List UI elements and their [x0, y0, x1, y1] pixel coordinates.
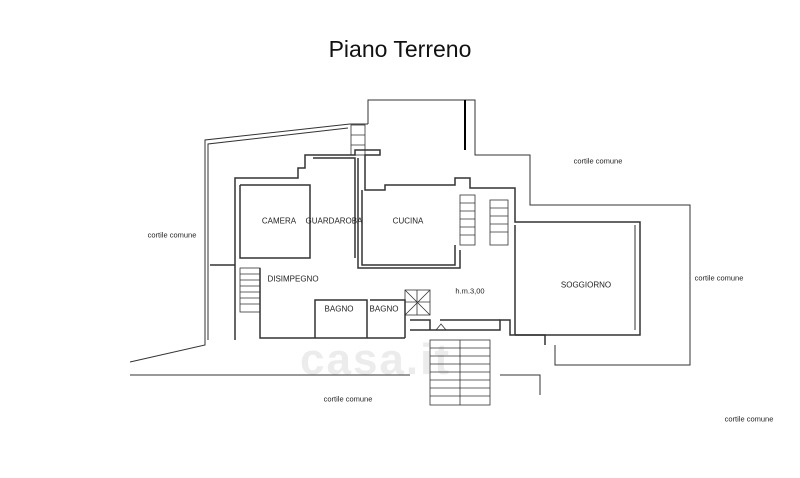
room-label-bagno-2: BAGNO [369, 304, 399, 314]
outer-boundary [129, 99, 691, 395]
building-walls [210, 149, 641, 345]
cortile-comune-label-east: cortile comune [694, 273, 744, 283]
room-label-cucina: CUCINA [392, 216, 424, 226]
cortile-comune-label-southeast: cortile comune [724, 414, 774, 424]
ceiling-height-label: h.m.3,00 [455, 286, 485, 296]
room-label-bagno-1: BAGNO [324, 304, 354, 314]
cortile-comune-label-south: cortile comune [323, 394, 373, 404]
watermark: casa.it [300, 335, 451, 384]
room-label-soggiorno: SOGGIORNO [560, 280, 612, 290]
room-label-camera: CAMERA [261, 216, 297, 226]
staircases [239, 124, 509, 406]
page-title: Piano Terreno [328, 36, 472, 62]
cortile-comune-label-west: cortile comune [147, 230, 197, 240]
cortile-comune-label-northeast: cortile comune [573, 156, 623, 166]
room-label-disimpegno: DISIMPEGNO [267, 274, 319, 284]
room-label-guardaroba: GUARDAROBA [305, 216, 363, 226]
